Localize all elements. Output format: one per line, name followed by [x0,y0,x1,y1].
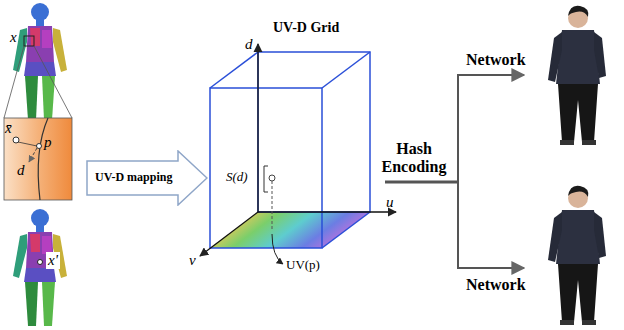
drawing-part [258,52,370,212]
drawing-part [548,186,606,325]
drawing-part [13,209,67,326]
mapping-arrow: UV-D mapping [86,150,208,206]
point-label: x' [46,252,60,269]
drawing-part [264,166,268,192]
drawing-part [4,46,24,118]
network-label: Network [466,276,526,294]
arrow-label: UV-D mapping [95,171,172,185]
point-label: p [44,134,52,151]
point-label: x [10,29,17,46]
axis-label: v [189,252,196,269]
direction-label: d [17,162,25,179]
drawing-part [37,144,42,149]
offset-label: S(d) [226,170,248,185]
grid-title: UV-D Grid [273,20,339,36]
drawing-part [38,118,48,200]
drawing-part [458,75,524,182]
drawing-part [210,88,322,248]
drawing-part [200,212,258,256]
drawing-part [24,36,34,46]
uvd-grid: UV-D Grid [206,18,386,254]
drawing-part [272,181,273,230]
uv-label: UV(p) [286,258,320,273]
axis-label: d [245,36,253,53]
drawing-part [34,46,72,118]
zoom-inset [4,118,72,200]
drawing-part [322,212,370,248]
segmented-body-copy [13,209,67,326]
segmented-body [4,3,72,120]
network-label: Network [466,51,526,69]
drawing-part [258,211,396,212]
drawing-part [18,142,37,146]
axis-label: u [386,194,394,211]
drawing-part [4,118,72,200]
drawing-part [385,181,458,184]
drawing-part [322,52,370,88]
drawing-part [29,148,37,162]
rendered-human [548,186,606,325]
drawing-part [13,3,67,120]
drawing-part [257,44,258,212]
point-label: x̄ [5,120,12,137]
step-label: Hash Encoding [368,140,460,177]
drawing-part [38,260,43,265]
drawing-part [458,182,524,268]
uvd-cube [200,44,396,264]
arrow-outline [87,151,207,205]
drawing-part [272,234,283,264]
drawing-part [548,6,606,145]
drawing-part [269,175,275,181]
drawing-part [210,52,258,88]
rendered-human [548,6,606,145]
